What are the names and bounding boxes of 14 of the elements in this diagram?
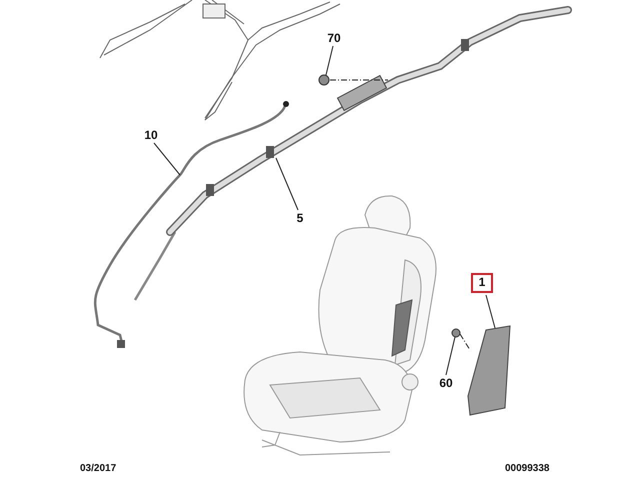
leader-line (326, 46, 334, 76)
leader-line (276, 158, 298, 210)
callout-number: 1 (471, 273, 493, 293)
callout-number: 70 (323, 30, 345, 46)
date-label: 03/2017 (80, 463, 116, 474)
callout-number: 60 (434, 375, 458, 391)
assembly-line (460, 334, 470, 350)
leader-line (154, 142, 180, 176)
reference-number: 00099338 (505, 463, 550, 474)
callout-number: 10 (140, 127, 162, 143)
callout-number: 5 (293, 210, 307, 226)
leader-line (446, 336, 456, 376)
nut-drawing (451, 328, 461, 338)
leader-line (486, 294, 496, 328)
